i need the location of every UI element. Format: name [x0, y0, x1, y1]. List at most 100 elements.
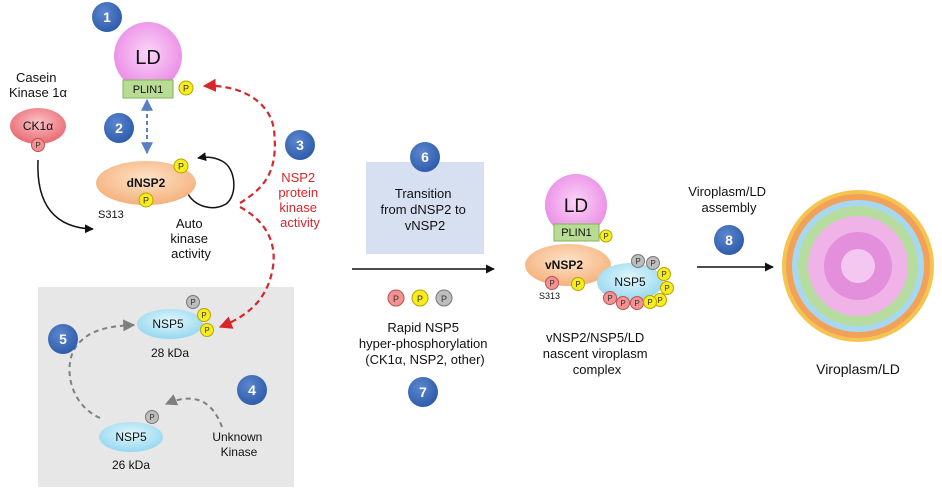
plin1-label: PLIN1 — [133, 84, 164, 96]
ck1a-to-s313-arrow — [37, 159, 94, 234]
casein-kinase-label: Casein Kinase 1α — [9, 70, 68, 100]
complex-phosphate-s313-pink: P — [545, 276, 559, 290]
svg-text:P: P — [178, 162, 184, 172]
svg-text:P: P — [657, 296, 662, 305]
nsp5-26kda-label: NSP5 — [115, 430, 147, 444]
ck1a-phosphate: P — [31, 138, 45, 152]
rapid-phosphate-pink: P — [387, 289, 405, 307]
nsp5-26kda-phosphate: P — [145, 410, 159, 424]
complex-phosphates: P P P P P P P P P P P — [545, 254, 674, 310]
svg-text:7: 7 — [419, 384, 427, 400]
complex-phosphate-yellow-1: P — [657, 267, 671, 281]
complex-phosphate-nsp2-yellow: P — [571, 277, 585, 291]
step-7-badge: 7 — [408, 377, 438, 407]
transition-box — [366, 162, 484, 254]
svg-text:P: P — [393, 294, 399, 304]
svg-text:P: P — [661, 270, 666, 279]
nsp5-28kda-label: NSP5 — [152, 317, 184, 331]
svg-text:6: 6 — [421, 149, 429, 165]
complex-nsp5-label: NSP5 — [614, 275, 646, 289]
complex-label: vNSP2/NSP5/LD nascent viroplasm complex — [543, 330, 651, 377]
svg-text:P: P — [149, 413, 154, 422]
complex-plin1-box — [553, 223, 600, 242]
svg-text:P: P — [635, 257, 640, 266]
complex-lipid-droplet — [545, 174, 607, 236]
complex-phosphate-yellow-2: P — [660, 281, 674, 295]
dnsp2-protein — [96, 161, 196, 205]
svg-text:5: 5 — [59, 331, 67, 347]
step-5-badge: 5 — [48, 324, 78, 354]
kda26-label: 26 kDa — [112, 458, 150, 472]
viroplasm-label: Viroplasm/LD — [816, 361, 900, 377]
transition-label: Transition from dNSP2 to vNSP2 — [381, 186, 470, 233]
complex-ld-label: LD — [564, 196, 588, 217]
dnsp2-phosphate-s313: P — [138, 192, 154, 208]
plin1-phosphate: P — [178, 80, 194, 96]
unknown-kinase-label: Unknown Kinase — [212, 430, 265, 459]
svg-text:P: P — [603, 232, 608, 241]
svg-text:3: 3 — [296, 137, 304, 153]
auto-kinase-arrow — [187, 152, 235, 209]
complex-phosphate-gray-2: P — [646, 256, 660, 270]
s313-label: S313 — [98, 209, 124, 221]
svg-text:2: 2 — [115, 120, 123, 136]
svg-text:P: P — [190, 298, 195, 307]
svg-text:P: P — [647, 298, 652, 307]
svg-text:P: P — [201, 311, 206, 320]
dnsp2-phosphate-top: P — [173, 158, 189, 174]
complex-plin1-label: PLIN1 — [561, 227, 592, 239]
nsp5-28kda-phosphate-y2: P — [200, 323, 214, 337]
lipid-droplet — [114, 22, 182, 90]
svg-text:P: P — [664, 284, 669, 293]
svg-text:P: P — [204, 326, 209, 335]
vnsp2-protein — [525, 244, 611, 286]
complex-plin1-phosphate: P — [599, 229, 613, 243]
svg-text:8: 8 — [725, 232, 733, 248]
assembly-label: Viroplasm/LD assembly — [688, 184, 769, 215]
step-3-badge: 3 — [285, 130, 315, 160]
kinase-to-plin1-arrow — [202, 78, 276, 204]
rapid-phosphate-gray: P — [435, 289, 453, 307]
viroplasm-ld — [782, 190, 934, 342]
nsp5-28kda — [137, 309, 203, 339]
step-1-badge: 1 — [92, 2, 122, 32]
step-6-badge: 6 — [410, 142, 440, 172]
svg-text:P: P — [183, 84, 189, 94]
complex-nsp5 — [597, 263, 663, 301]
svg-text:1: 1 — [103, 9, 111, 25]
plin1-box — [122, 79, 174, 99]
svg-text:P: P — [35, 141, 40, 150]
svg-text:P: P — [607, 294, 612, 303]
nsp2-kinase-label: NSP2 protein kinase activity — [278, 170, 321, 230]
nsp5-26kda — [99, 422, 163, 452]
svg-text:P: P — [650, 259, 655, 268]
step-4-badge: 4 — [237, 375, 267, 405]
svg-text:P: P — [143, 196, 149, 206]
svg-text:4: 4 — [248, 382, 256, 398]
vnsp2-label: vNSP2 — [545, 258, 583, 272]
ld-label: LD — [135, 47, 161, 69]
nsp5-28kda-phosphate-y1: P — [197, 308, 211, 322]
nsp5-28kda-phosphate-gray: P — [186, 295, 200, 309]
svg-text:P: P — [575, 280, 580, 289]
svg-text:P: P — [620, 299, 625, 308]
svg-text:P: P — [441, 294, 447, 304]
kda28-label: 28 kDa — [151, 346, 189, 360]
dnsp2-label: dNSP2 — [127, 176, 166, 190]
complex-phosphate-gray-1: P — [631, 254, 645, 268]
step-8-badge: 8 — [714, 225, 744, 255]
svg-text:P: P — [417, 294, 423, 304]
ck1a-enzyme — [10, 108, 66, 144]
complex-phosphate-pink-3: P — [630, 296, 644, 310]
complex-phosphate-pink-1: P — [603, 291, 617, 305]
auto-kinase-label: Auto kinase activity — [170, 216, 211, 261]
rapid-hyperphosphorylation-label: Rapid NSP5 hyper-phosphorylation (CK1α, … — [359, 320, 491, 367]
complex-phosphate-pink-2: P — [616, 296, 630, 310]
svg-text:P: P — [634, 299, 639, 308]
complex-s313-label: S313 — [539, 291, 560, 301]
complex-phosphate-yellow-4: P — [643, 295, 657, 309]
kinase-to-nsp5-arrow — [218, 206, 275, 329]
svg-text:P: P — [549, 279, 554, 288]
ck1a-label: CK1α — [23, 119, 53, 133]
